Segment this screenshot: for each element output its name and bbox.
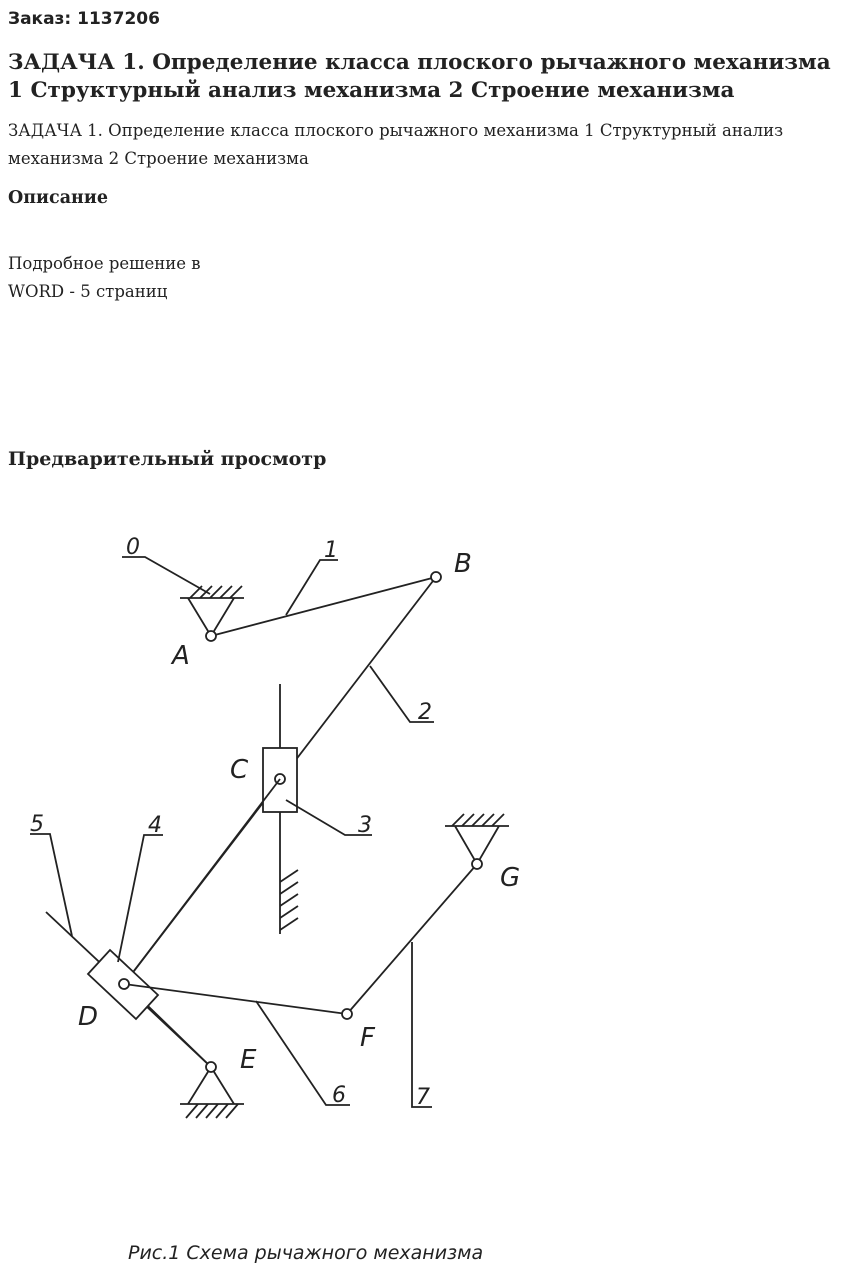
leader-5 bbox=[30, 833, 73, 937]
number-7: 7 bbox=[416, 1085, 430, 1110]
label-a: A bbox=[170, 641, 190, 671]
joint-f bbox=[341, 1008, 353, 1020]
leader-6 bbox=[255, 1000, 350, 1106]
label-e: E bbox=[240, 1045, 257, 1075]
label-c: C bbox=[230, 755, 249, 785]
joint-g bbox=[471, 858, 483, 870]
support-a bbox=[180, 585, 244, 638]
number-4: 4 bbox=[148, 813, 162, 838]
leader-7 bbox=[411, 942, 432, 1108]
number-2: 2 bbox=[418, 700, 432, 725]
page-title: ЗАДАЧА 1. Определение класса плоского ры… bbox=[8, 50, 831, 103]
description-text: Подробное решение в WORD - 5 страниц bbox=[8, 254, 201, 301]
leader-1 bbox=[285, 559, 338, 616]
number-5: 5 bbox=[30, 812, 44, 837]
joint-a bbox=[205, 630, 217, 642]
number-0: 0 bbox=[126, 535, 140, 560]
leader-0 bbox=[122, 556, 211, 595]
joint-b bbox=[430, 571, 442, 583]
label-d: D bbox=[78, 1002, 98, 1032]
link-ab bbox=[210, 576, 437, 637]
number-1: 1 bbox=[324, 538, 338, 563]
mechanism-diagram: A B C D E F G 0 1 2 3 4 5 6 7 bbox=[30, 535, 520, 1119]
link-fg bbox=[346, 863, 478, 1015]
preview-figure: A B C D E F G 0 1 2 3 4 5 6 7 Рис.1 Схем… bbox=[0, 520, 600, 1280]
description-heading: Описание bbox=[8, 188, 108, 208]
figure-caption: Рис.1 Схема рычажного механизма bbox=[128, 1242, 484, 1264]
link-cd bbox=[123, 778, 281, 985]
number-6: 6 bbox=[332, 1083, 346, 1108]
link-d5 bbox=[147, 1005, 212, 1068]
label-b: B bbox=[454, 549, 472, 579]
preview-heading: Предварительный просмотр bbox=[8, 448, 327, 470]
support-g bbox=[445, 813, 509, 866]
number-3: 3 bbox=[358, 813, 372, 838]
link-df bbox=[123, 983, 348, 1015]
guide-hatch bbox=[279, 869, 299, 931]
label-g: G bbox=[500, 863, 520, 893]
order-number: Заказ: 1137206 bbox=[8, 9, 160, 29]
task-subtitle: ЗАДАЧА 1. Определение класса плоского ры… bbox=[8, 121, 784, 168]
joint-e bbox=[205, 1061, 217, 1073]
joint-d bbox=[118, 978, 130, 990]
label-f: F bbox=[360, 1023, 376, 1053]
leader-3 bbox=[285, 799, 372, 836]
leader-4 bbox=[117, 834, 163, 963]
leader-2 bbox=[369, 665, 434, 723]
support-e bbox=[180, 1065, 244, 1119]
